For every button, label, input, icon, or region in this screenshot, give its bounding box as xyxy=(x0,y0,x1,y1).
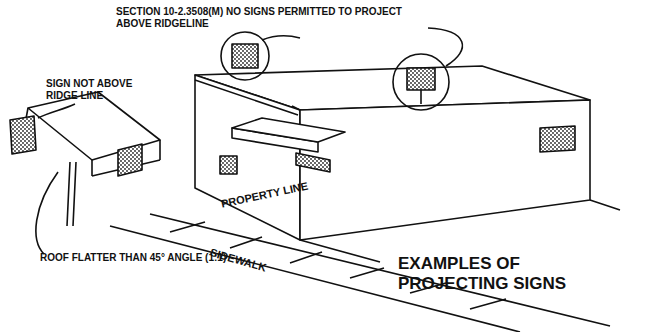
leader-line xyxy=(428,28,462,66)
building-front-wall xyxy=(195,75,300,240)
sidewalk-edge xyxy=(150,214,610,326)
diagram-title: EXAMPLES OF PROJECTING SIGNS xyxy=(398,254,613,293)
callout-label: SIGN NOT ABOVE RIDGE LINE xyxy=(46,78,136,101)
callout-circle xyxy=(221,32,269,80)
sign-post xyxy=(420,90,422,104)
sign-post xyxy=(67,162,76,226)
wall-sign xyxy=(540,126,575,152)
parapet-line xyxy=(195,80,300,115)
leader-line xyxy=(38,104,75,118)
roof-sign xyxy=(232,44,258,68)
wall-sign xyxy=(220,156,237,174)
leader-line xyxy=(36,172,58,254)
gable-sign xyxy=(10,116,36,154)
gable-sign xyxy=(118,144,142,176)
roof-sign xyxy=(407,68,435,90)
callout-label: SIDEWALK xyxy=(209,246,299,283)
callout-label: SECTION 10-2.3508(M) NO SIGNS PERMITTED … xyxy=(116,6,416,29)
canopy-sign xyxy=(296,153,330,172)
building-side-wall xyxy=(300,100,590,240)
gable-walls xyxy=(22,108,160,176)
callout-circle xyxy=(393,54,449,110)
leader-line xyxy=(262,36,300,40)
canopy-top xyxy=(232,118,345,142)
